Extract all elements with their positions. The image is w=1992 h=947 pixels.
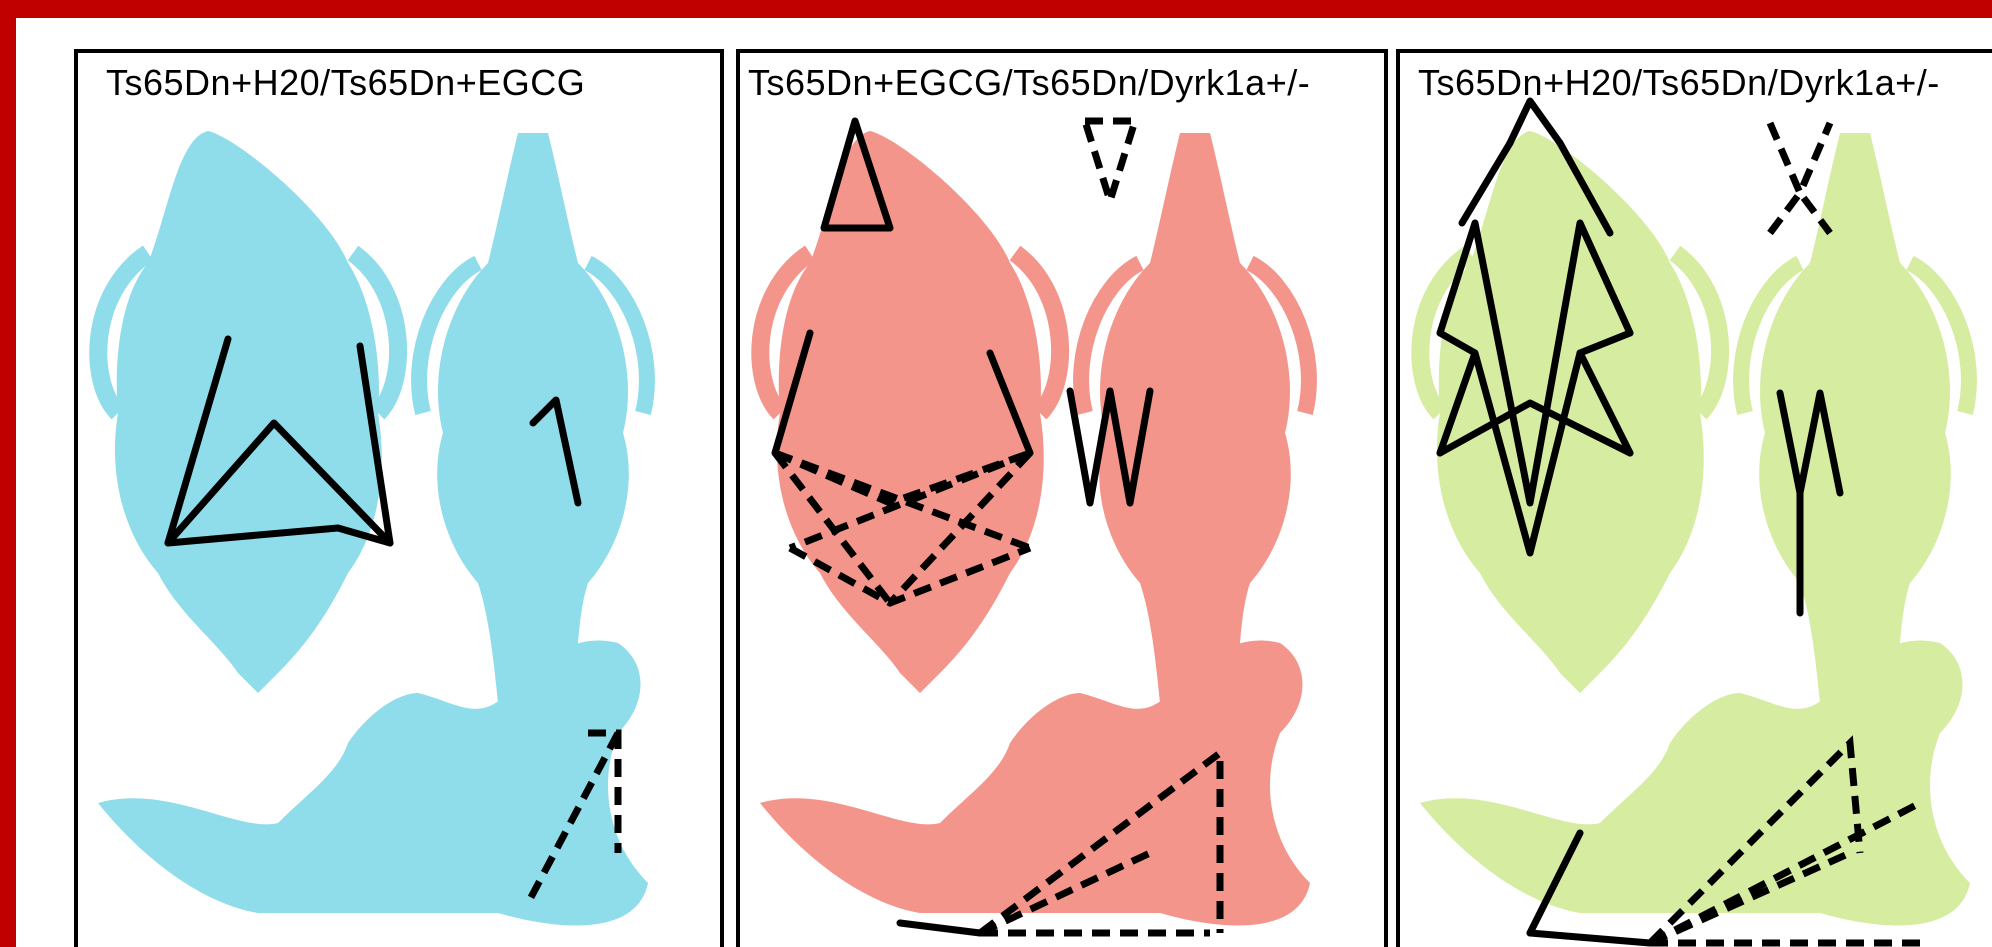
- comparison-panel-h20-egcg: Ts65Dn+H20/Ts65Dn+EGCG: [74, 49, 724, 947]
- comparison-panel-egcg-dyrk1a: Ts65Dn+EGCG/Ts65Dn/Dyrk1a+/-: [736, 49, 1388, 947]
- skull-illustrations: [1400, 53, 1992, 947]
- comparison-panel-h20-dyrk1a: Ts65Dn+H20/Ts65Dn/Dyrk1a+/-: [1396, 49, 1992, 947]
- mandible-view: [98, 640, 648, 925]
- skull-illustrations: [740, 53, 1388, 947]
- mandible-view: [1420, 640, 1970, 925]
- mandible-view: [760, 640, 1310, 925]
- skull-illustrations: [78, 53, 724, 947]
- ventral-skull-view: [1741, 133, 1969, 703]
- ventral-skull-view: [419, 133, 647, 703]
- dorsal-skull-view: [98, 131, 398, 693]
